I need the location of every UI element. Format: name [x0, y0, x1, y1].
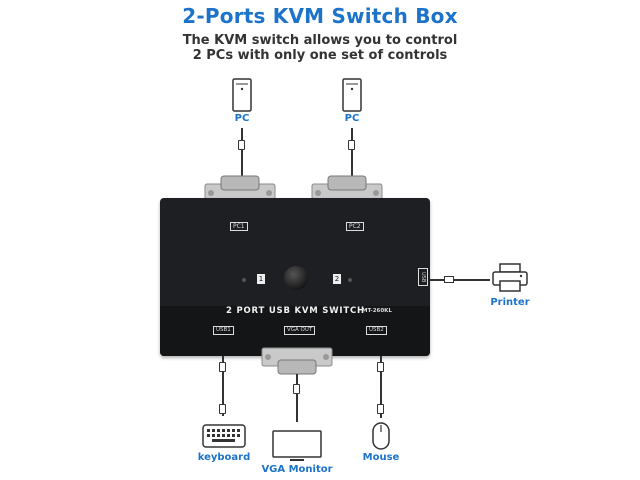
vga-connector-top-2: [311, 175, 383, 203]
port-label-usb1: USB1: [213, 326, 234, 335]
subtitle-line-2: 2 PCs with only one set of controls: [192, 48, 448, 63]
keyboard-plug-top: [219, 362, 226, 372]
button-1-label: 1: [257, 274, 265, 284]
printer-cable: [430, 279, 490, 281]
vga-connector-bottom: [261, 347, 333, 375]
model-label: MT-260KL: [362, 308, 392, 314]
pc2-plug: [348, 140, 355, 150]
pc-tower-icon: [232, 78, 252, 112]
mouse-plug-top: [377, 362, 384, 372]
vga-connector-top-1: [204, 175, 276, 203]
keyboard-icon: [202, 424, 246, 448]
pc1-cable: [241, 128, 243, 178]
monitor-plug: [293, 384, 300, 394]
mouse-label: Mouse: [362, 452, 400, 463]
pc1-label: PC: [234, 113, 250, 124]
monitor-icon: [272, 430, 322, 461]
page-title: 2-Ports KVM Switch Box: [182, 4, 458, 28]
printer-label: Printer: [490, 297, 530, 308]
subtitle-line-1: The KVM switch allows you to control: [182, 33, 458, 48]
monitor-label: VGA Monitor: [261, 464, 333, 475]
mouse-cable: [380, 356, 382, 418]
keyboard-label: keyboard: [197, 452, 251, 463]
keyboard-cable: [222, 356, 224, 416]
port-label-vga-out: VGA OUT: [284, 326, 316, 335]
select-button[interactable]: [284, 266, 308, 290]
printer-icon: [492, 263, 528, 292]
kvm-switch-box: PC1 PC2 1 2 USB 2 PORT USB KVM SWITCH MT…: [160, 198, 430, 356]
mouse-icon: [372, 422, 390, 450]
front-label: 2 PORT USB KVM SWITCH: [226, 306, 365, 316]
pc1-plug: [238, 140, 245, 150]
pc-tower-icon: [342, 78, 362, 112]
monitor-cable: [296, 374, 298, 422]
led-2: [348, 278, 352, 282]
button-2-label: 2: [333, 274, 341, 284]
keyboard-plug-bottom: [219, 404, 226, 414]
port-label-pc1: PC1: [230, 222, 248, 231]
port-label-pc2: PC2: [346, 222, 364, 231]
port-label-usb2: USB2: [366, 326, 387, 335]
page-subtitle: The KVM switch allows you to control 2 P…: [0, 33, 640, 63]
pc2-cable: [351, 128, 353, 178]
pc2-label: PC: [344, 113, 360, 124]
led-1: [242, 278, 246, 282]
mouse-plug-bottom: [377, 404, 384, 414]
printer-plug: [444, 276, 454, 283]
side-usb-port-label: USB: [418, 268, 428, 286]
